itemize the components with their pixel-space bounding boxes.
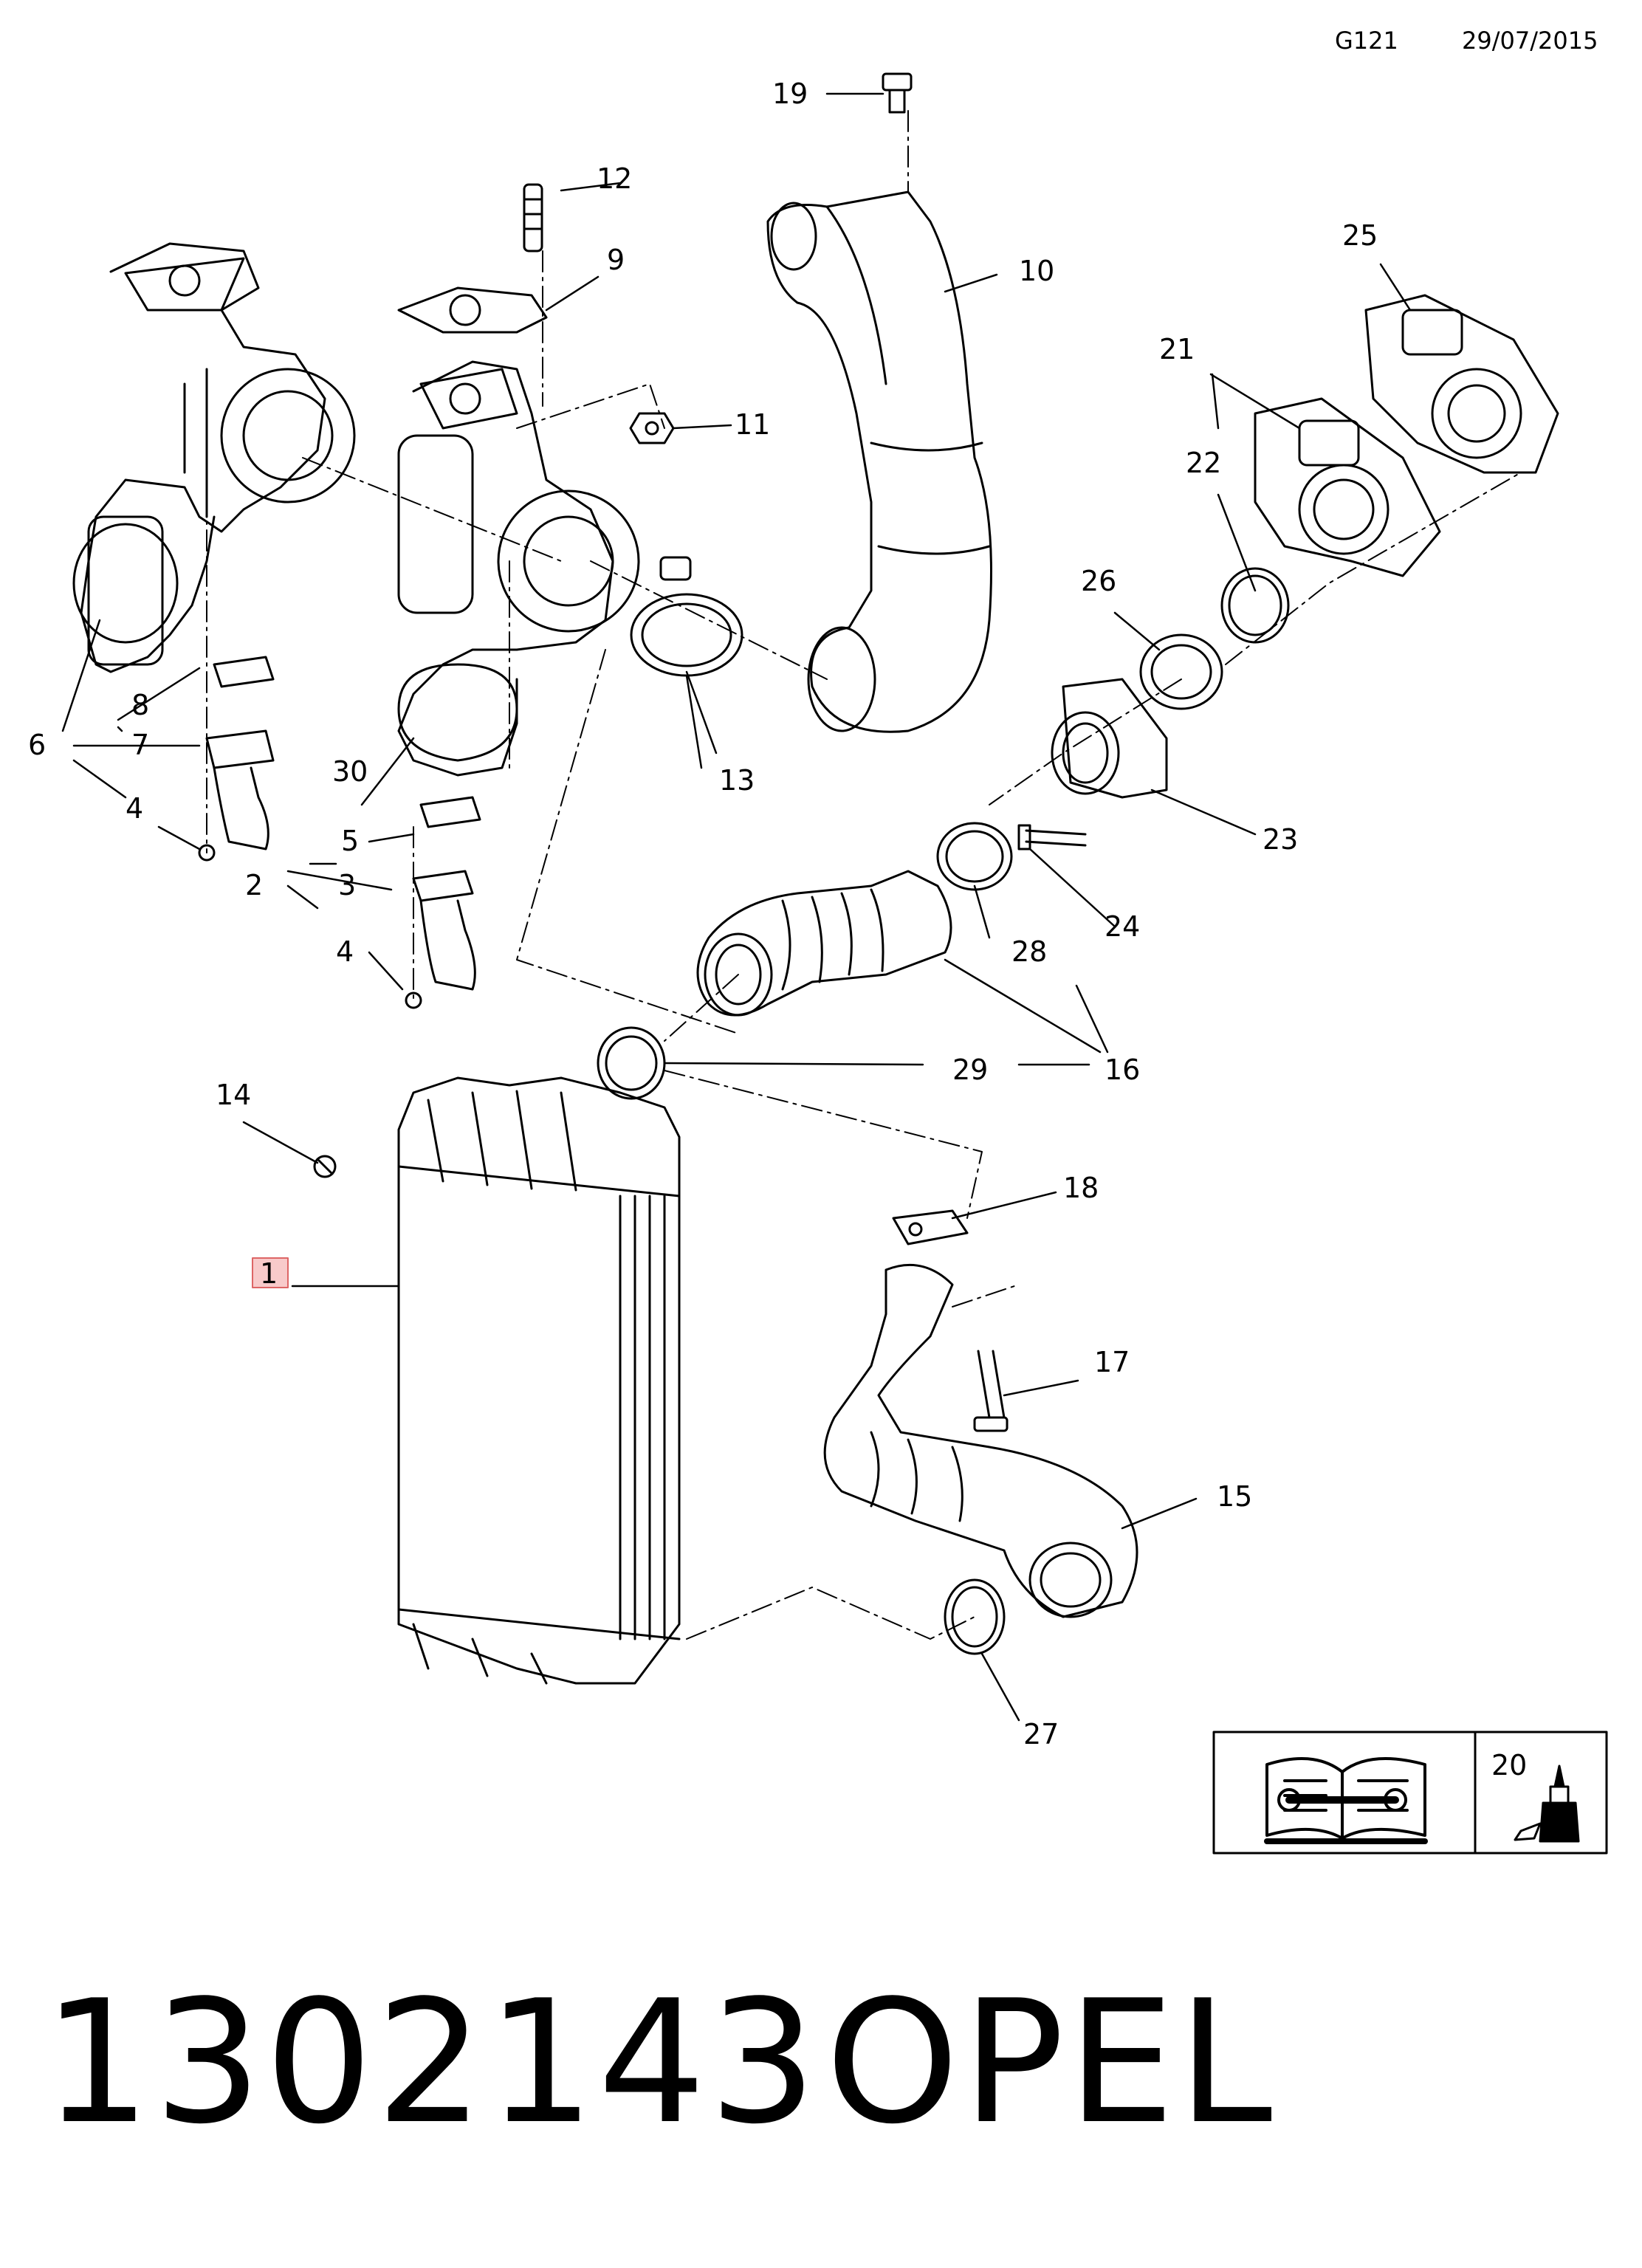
o-ring-29 bbox=[597, 1026, 666, 1100]
intercooler bbox=[397, 1076, 681, 1685]
sealant-tube-icon bbox=[1514, 1764, 1580, 1843]
legend-box: 20 bbox=[1212, 1731, 1608, 1855]
callout-9: 9 bbox=[607, 244, 625, 276]
callout-27: 27 bbox=[1023, 1718, 1059, 1750]
intake-pipe-lower bbox=[823, 1263, 1138, 1618]
callout-20: 20 bbox=[1491, 1749, 1527, 1781]
callout-6: 6 bbox=[28, 729, 46, 761]
callout-7: 7 bbox=[131, 729, 149, 761]
callout-22: 22 bbox=[1186, 447, 1221, 479]
hose-clamp bbox=[630, 556, 743, 677]
throttle-body-25 bbox=[1364, 294, 1559, 474]
turbocharger-left bbox=[72, 242, 356, 673]
callout-18: 18 bbox=[1063, 1172, 1099, 1204]
book-wrench-icon bbox=[1264, 1757, 1428, 1844]
bolt-19 bbox=[882, 72, 913, 114]
callout-labels: 1 2 3 4 4 5 6 7 8 9 10 11 12 13 14 15 16… bbox=[28, 78, 1378, 1750]
nut bbox=[629, 412, 675, 444]
intake-pipe-upper bbox=[766, 190, 992, 733]
callout-1: 1 bbox=[260, 1257, 278, 1290]
callout-30: 30 bbox=[332, 755, 368, 788]
callout-2: 2 bbox=[245, 869, 263, 901]
screw-14 bbox=[313, 1155, 337, 1178]
callout-24: 24 bbox=[1105, 910, 1140, 943]
bracket-18 bbox=[892, 1209, 969, 1245]
callout-5: 5 bbox=[341, 825, 359, 857]
callout-29: 29 bbox=[952, 1054, 988, 1086]
brand-name: OPEL bbox=[825, 1965, 1276, 2162]
callout-4: 4 bbox=[336, 935, 354, 968]
callout-12: 12 bbox=[597, 162, 632, 195]
callout-17: 17 bbox=[1094, 1346, 1130, 1378]
diagram-date: 29/07/2015 bbox=[1462, 27, 1598, 55]
bracket-center bbox=[405, 796, 481, 1009]
callout-4: 4 bbox=[126, 792, 143, 825]
callout-11: 11 bbox=[735, 408, 770, 441]
bracket-left bbox=[198, 656, 275, 862]
callout-23: 23 bbox=[1263, 823, 1298, 856]
bolt-24 bbox=[1017, 824, 1087, 850]
callout-28: 28 bbox=[1011, 935, 1047, 968]
o-ring-22 bbox=[1220, 567, 1290, 644]
stud bbox=[523, 183, 543, 252]
part-number: 1302143 bbox=[43, 1965, 820, 2162]
callout-26: 26 bbox=[1081, 565, 1116, 597]
callout-10: 10 bbox=[1019, 255, 1054, 287]
callout-19: 19 bbox=[772, 78, 808, 110]
callout-16: 16 bbox=[1105, 1054, 1140, 1086]
callout-15: 15 bbox=[1217, 1480, 1252, 1513]
o-ring-27 bbox=[944, 1578, 1006, 1655]
callout-25: 25 bbox=[1342, 219, 1378, 252]
callout-8: 8 bbox=[131, 689, 149, 721]
bolt-17 bbox=[973, 1350, 1009, 1432]
turbocharger-center bbox=[397, 360, 640, 777]
adapter-flange bbox=[1051, 678, 1168, 799]
throttle-body-21 bbox=[1254, 397, 1441, 577]
intake-pipe-16 bbox=[696, 870, 952, 1017]
callout-highlight bbox=[252, 1257, 289, 1288]
leader-lines bbox=[61, 92, 1412, 1722]
exploded-parts-diagram: 1 2 3 4 4 5 6 7 8 9 10 11 12 13 14 15 16… bbox=[28, 72, 1608, 1855]
diagram-code: G121 bbox=[1335, 27, 1398, 55]
o-ring-28 bbox=[936, 822, 1013, 891]
assembly-centerlines bbox=[206, 110, 1522, 1640]
callout-14: 14 bbox=[216, 1079, 251, 1111]
callout-13: 13 bbox=[719, 764, 755, 797]
seal-26 bbox=[1139, 633, 1223, 710]
gasket bbox=[397, 286, 548, 334]
callout-21: 21 bbox=[1159, 333, 1195, 365]
callout-3: 3 bbox=[338, 869, 356, 901]
o-ring-22-inner bbox=[1228, 574, 1282, 636]
